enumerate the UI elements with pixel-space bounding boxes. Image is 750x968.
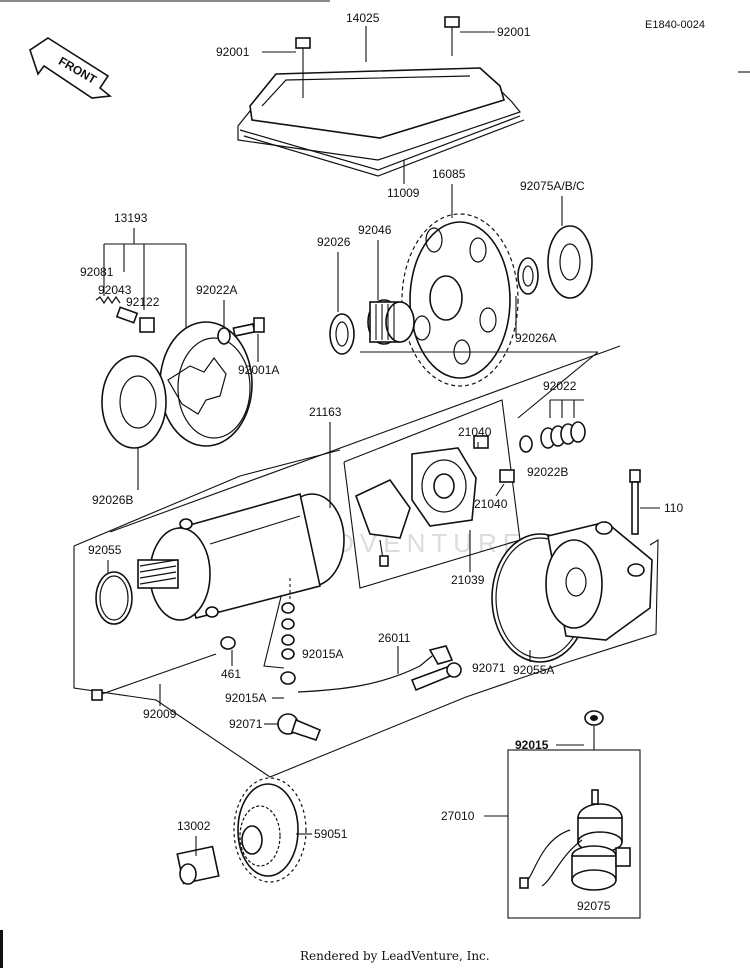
bearing-92046	[367, 299, 415, 345]
label-92026: 92026	[317, 235, 351, 249]
pin-92043	[115, 306, 139, 324]
washer-92026	[329, 313, 355, 355]
brush-21040-bottom	[499, 469, 515, 483]
label-21040-bottom: 21040	[474, 497, 508, 511]
label-92022b: 92022B	[527, 465, 568, 479]
label-92015: 92015	[515, 738, 549, 752]
lead-wire-26011	[297, 645, 454, 693]
label-16085: 16085	[432, 167, 466, 181]
ring-92075abc	[547, 225, 593, 299]
cover-14025	[237, 67, 525, 177]
label-21163: 21163	[309, 405, 342, 419]
front-direction-arrow: FRONT	[29, 37, 113, 99]
long-bolt-92009	[91, 653, 217, 701]
label-92075abc: 92075A/B/C	[520, 179, 585, 193]
label-26011: 26011	[378, 631, 411, 645]
washer-461	[220, 636, 236, 650]
label-92055: 92055	[88, 543, 122, 557]
clutch-13193	[159, 321, 253, 447]
washers-92022	[519, 421, 586, 453]
plate-92026b	[101, 355, 167, 449]
bolt-110	[629, 469, 641, 535]
label-92015a-upper: 92015A	[302, 647, 343, 661]
label-14025: 14025	[346, 11, 380, 25]
label-59051: 59051	[314, 827, 348, 841]
terminal-92071-right	[410, 662, 462, 692]
spring-92081	[95, 295, 121, 305]
washers-92015a-upper	[281, 578, 295, 660]
roller-92122	[139, 317, 155, 333]
label-21039: 21039	[451, 573, 485, 587]
shaft-13002	[176, 845, 220, 885]
brush-terminal	[354, 478, 411, 567]
label-92001-right: 92001	[497, 25, 531, 39]
label-92001a: 92001A	[238, 363, 279, 377]
label-92009: 92009	[143, 707, 177, 721]
rubber-sleeve-92075	[571, 845, 631, 891]
starter-motor-21163	[137, 492, 345, 621]
footer-credit: Rendered by LeadVenture, Inc.	[300, 949, 490, 963]
label-92122: 92122	[126, 295, 160, 309]
end-cover	[545, 521, 653, 641]
label-92055a: 92055A	[513, 663, 554, 677]
label-92075: 92075	[577, 899, 611, 913]
label-92043: 92043	[98, 283, 132, 297]
label-110: 110	[664, 501, 683, 515]
bolt-92001-left	[295, 37, 311, 98]
label-21040-top: 21040	[458, 425, 492, 439]
label-92022a: 92022A	[196, 283, 237, 297]
label-13002: 13002	[177, 819, 211, 833]
bolt-92001-right	[444, 16, 460, 56]
label-92026a: 92026A	[515, 331, 556, 345]
washer-92022a	[217, 327, 231, 345]
label-92046: 92046	[358, 223, 392, 237]
label-92071-left: 92071	[229, 717, 263, 731]
label-27010: 27010	[441, 809, 475, 823]
label-461: 461	[221, 667, 241, 681]
washer-92026a	[517, 257, 539, 295]
label-92022: 92022	[543, 379, 577, 393]
cap-92015	[584, 710, 604, 750]
bolt-92001a	[232, 317, 265, 337]
label-11009: 11009	[387, 186, 420, 200]
gear-59051	[233, 777, 307, 883]
label-92001-left: 92001	[216, 45, 250, 59]
brush-holder-plate	[411, 447, 477, 527]
label-92071-right: 92071	[472, 661, 506, 675]
oring-92055	[95, 571, 133, 625]
label-92015a-lower: 92015A	[225, 691, 266, 705]
label-92026b: 92026B	[92, 493, 133, 507]
gear-16085	[401, 213, 519, 387]
starter-relay-frame	[507, 749, 641, 919]
terminal-92071-left	[277, 713, 322, 741]
diagram-code: E1840-0024	[645, 19, 705, 31]
label-13193: 13193	[114, 211, 148, 225]
washer-92015a-lower	[280, 671, 296, 685]
label-92081: 92081	[80, 265, 114, 279]
